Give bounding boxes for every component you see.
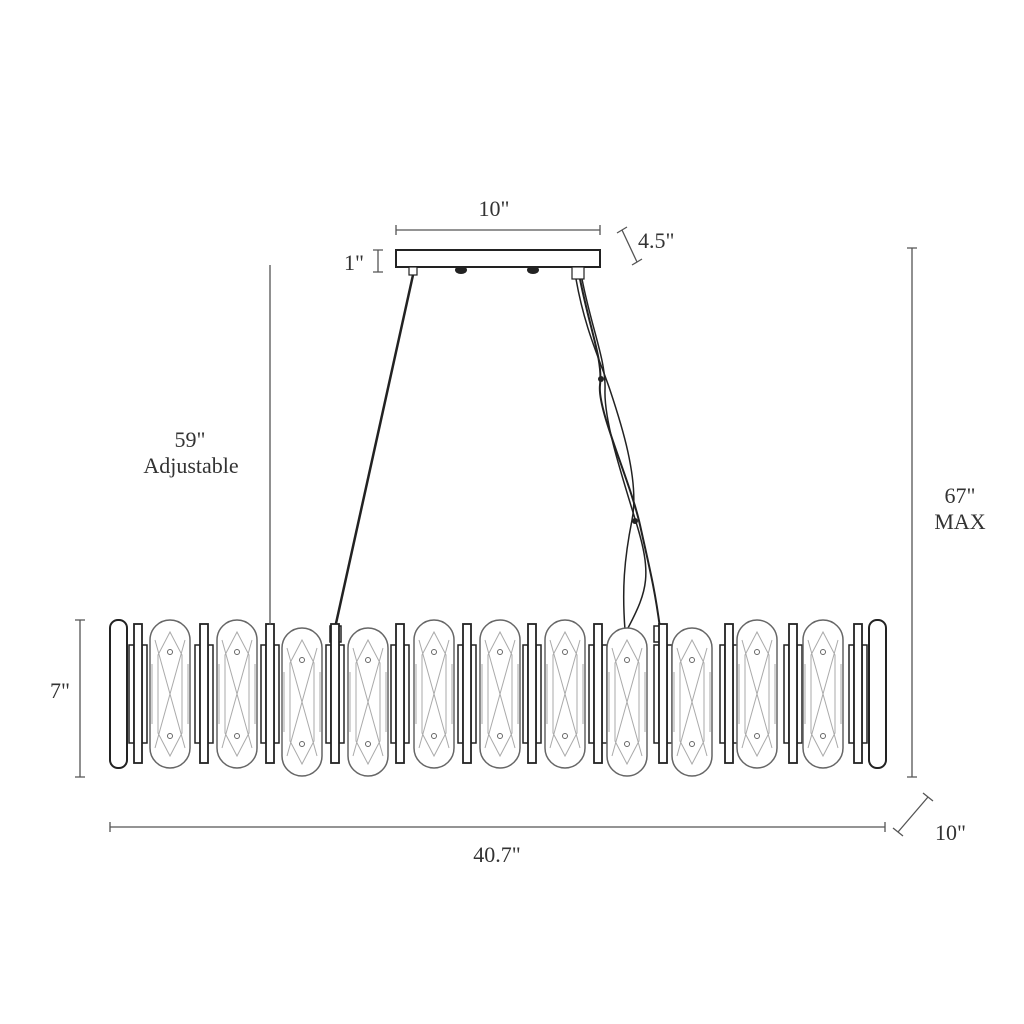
glass-dot bbox=[754, 649, 760, 655]
fixture-body bbox=[109, 619, 887, 777]
center-bar bbox=[395, 623, 405, 764]
glass-dot bbox=[624, 741, 630, 747]
glass-dot bbox=[431, 733, 437, 739]
glass-dot bbox=[497, 733, 503, 739]
cable-note-label: Adjustable bbox=[143, 453, 238, 478]
glass-dot bbox=[299, 741, 305, 747]
glass-pattern bbox=[283, 638, 321, 766]
glass-dot bbox=[562, 649, 568, 655]
dimension-lines bbox=[75, 225, 934, 837]
center-bar bbox=[462, 623, 472, 764]
glass-pattern bbox=[804, 630, 842, 758]
glass-pattern bbox=[349, 638, 387, 766]
fixture-height-label: 7" bbox=[50, 678, 70, 703]
glass-dot bbox=[299, 657, 305, 663]
fixture-length-label: 40.7" bbox=[473, 842, 520, 867]
center-bar bbox=[527, 623, 537, 764]
glass-pattern bbox=[415, 630, 453, 758]
end-cap bbox=[868, 619, 887, 769]
canopy-width-label: 10" bbox=[479, 196, 510, 221]
glass-dot bbox=[820, 733, 826, 739]
center-bar bbox=[658, 623, 668, 764]
center-bar bbox=[265, 623, 275, 764]
glass-pattern bbox=[151, 630, 189, 758]
glass-dot bbox=[562, 733, 568, 739]
center-bar bbox=[133, 623, 143, 764]
glass-pattern bbox=[738, 630, 776, 758]
glass-pattern bbox=[608, 638, 646, 766]
center-bar bbox=[330, 623, 340, 764]
fixture-depth-label: 10" bbox=[935, 820, 966, 845]
glass-dot bbox=[689, 741, 695, 747]
center-bar bbox=[199, 623, 209, 764]
glass-dot bbox=[754, 733, 760, 739]
center-bar bbox=[788, 623, 798, 764]
canopy-height-label: 1" bbox=[344, 250, 364, 275]
glass-dot bbox=[167, 733, 173, 739]
glass-dot bbox=[365, 657, 371, 663]
cable-length-label: 59" bbox=[175, 427, 206, 452]
canopy-depth-label: 4.5" bbox=[638, 228, 674, 253]
glass-pattern bbox=[673, 638, 711, 766]
center-bar bbox=[853, 623, 863, 764]
glass-dot bbox=[167, 649, 173, 655]
glass-dot bbox=[365, 741, 371, 747]
glass-dot bbox=[624, 657, 630, 663]
glass-dot bbox=[820, 649, 826, 655]
glass-pattern bbox=[481, 630, 519, 758]
max-height-label: 67" bbox=[945, 483, 976, 508]
center-bar bbox=[724, 623, 734, 764]
glass-pattern bbox=[218, 630, 256, 758]
canopy bbox=[395, 249, 601, 280]
max-note-label: MAX bbox=[934, 509, 985, 534]
center-bar bbox=[593, 623, 603, 764]
glass-dot bbox=[234, 649, 240, 655]
glass-dot bbox=[431, 649, 437, 655]
end-cap bbox=[109, 619, 128, 769]
glass-dot bbox=[689, 657, 695, 663]
glass-pattern bbox=[546, 630, 584, 758]
suspension-cables bbox=[329, 274, 666, 643]
glass-dot bbox=[234, 733, 240, 739]
glass-dot bbox=[497, 649, 503, 655]
